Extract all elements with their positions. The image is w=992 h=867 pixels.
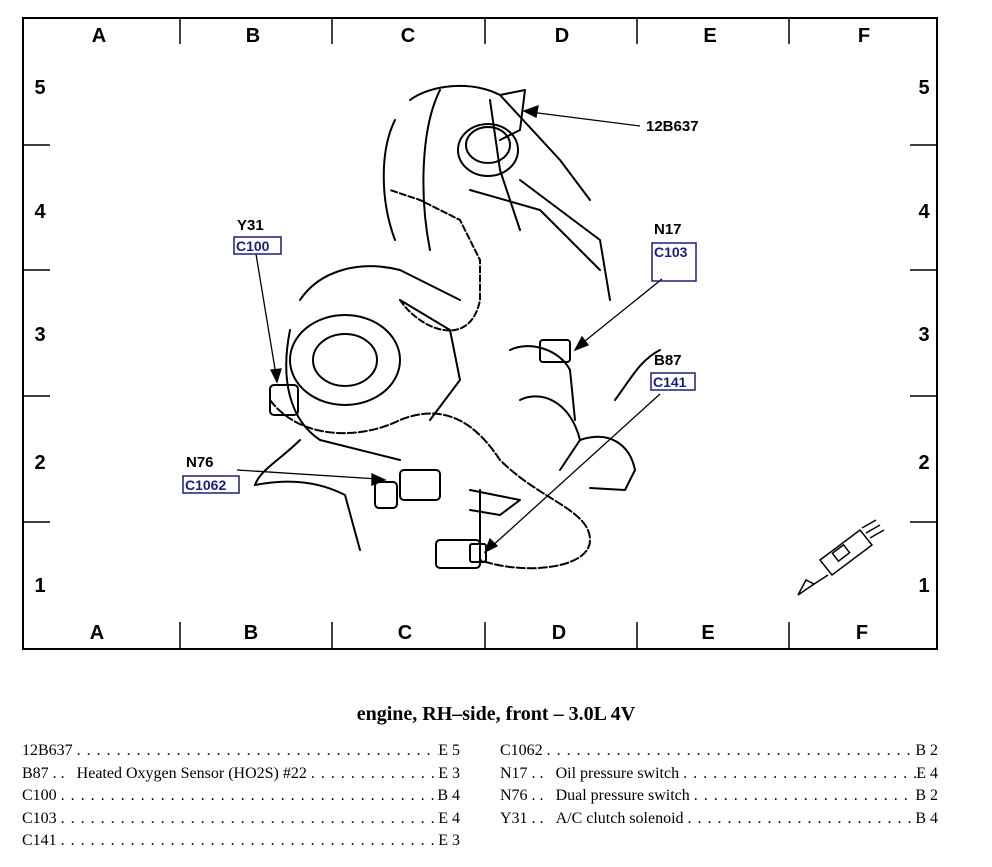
legend-row: C1062 B 2 — [500, 740, 938, 763]
leader-dots — [690, 785, 916, 808]
leader-dots — [679, 763, 916, 786]
c103-box[interactable] — [651, 242, 697, 282]
callout-12b637: 12B637 — [646, 118, 699, 135]
connector-c103[interactable]: C103 — [654, 244, 688, 260]
leader-dots — [57, 830, 439, 853]
vehicle-orientation-icon — [797, 519, 885, 596]
legend-row: C100 B 4 — [22, 785, 460, 808]
legend-location: E 3 — [438, 832, 460, 849]
col-label-bottom-e: E — [701, 622, 714, 644]
callout-y31: Y31 — [237, 217, 264, 234]
row-label-left-5: 5 — [34, 77, 45, 99]
legend-location: E 3 — [438, 764, 460, 782]
leader-dots — [307, 763, 438, 786]
legend-code: B87 . . — [22, 764, 65, 782]
legend-row: C103 E 4 — [22, 808, 460, 831]
row-label-right-2: 2 — [918, 452, 929, 474]
col-label-bottom-d: D — [552, 622, 566, 644]
legend-code: Y31 . . — [500, 809, 544, 827]
col-label-top-f: F — [858, 25, 870, 47]
legend-location: E 5 — [438, 742, 460, 759]
leader-dots — [57, 785, 438, 808]
legend-location: B 2 — [915, 742, 938, 759]
col-label-top-c: C — [401, 25, 415, 47]
legend-location: B 4 — [437, 787, 460, 804]
legend-description: Heated Oxygen Sensor (HO2S) #22 — [76, 764, 307, 782]
col-label-top-a: A — [92, 25, 106, 47]
legend-left: 12B637 E 5 B87 . . Heated Oxygen Sensor … — [22, 740, 460, 853]
connector-c1062[interactable]: C1062 — [185, 477, 226, 493]
c100-box[interactable] — [233, 236, 282, 255]
legend-code: C141 — [22, 832, 57, 849]
legend-location: B 2 — [915, 787, 938, 804]
connector-c100[interactable]: C100 — [236, 238, 270, 254]
legend-code: 12B637 — [22, 742, 73, 759]
legend-description: A/C clutch solenoid — [555, 809, 684, 827]
legend-location: E 4 — [438, 809, 460, 827]
row-label-left-2: 2 — [34, 452, 45, 474]
row-label-right-1: 1 — [918, 575, 929, 597]
connector-c141[interactable]: C141 — [653, 374, 687, 390]
col-label-bottom-a: A — [90, 622, 104, 644]
col-label-top-b: B — [246, 25, 260, 47]
legend-code: N76 . . — [500, 787, 544, 804]
engine-illustration — [254, 84, 661, 570]
diagram-caption: engine, RH–side, front – 3.0L 4V — [356, 703, 636, 725]
legend-row: C141 E 3 — [22, 830, 460, 853]
legend-row: N17 . . Oil pressure switch E 4 — [500, 763, 938, 786]
callout-leaders — [236, 105, 663, 554]
row-label-left-4: 4 — [34, 201, 46, 223]
col-label-top-e: E — [703, 25, 716, 47]
legend-right: C1062 B 2 N17 . . Oil pressure switch E … — [500, 740, 938, 830]
legend-code: C1062 — [500, 742, 543, 759]
legend-row: 12B637 E 5 — [22, 740, 460, 763]
legend-row: B87 . . Heated Oxygen Sensor (HO2S) #22 … — [22, 763, 460, 786]
legend-row: N76 . . Dual pressure switch B 2 — [500, 785, 938, 808]
c1062-box[interactable] — [182, 475, 240, 494]
col-label-top-d: D — [555, 25, 569, 47]
legend-description: Oil pressure switch — [555, 764, 680, 782]
row-label-right-3: 3 — [918, 324, 929, 346]
legend-code: C100 — [22, 787, 57, 804]
leader-dots — [684, 808, 916, 831]
engine-diagram: A B C D E F A B C D E F 5 4 3 2 1 5 4 3 … — [22, 17, 938, 650]
col-label-bottom-f: F — [856, 622, 868, 644]
row-label-left-1: 1 — [34, 575, 45, 597]
row-label-left-3: 3 — [34, 324, 45, 346]
leader-dots — [57, 808, 439, 831]
legend-code: C103 — [22, 809, 57, 827]
diagram-frame — [22, 17, 938, 650]
row-label-right-5: 5 — [918, 77, 929, 99]
legend-location: B 4 — [915, 809, 938, 827]
c141-box[interactable] — [650, 372, 696, 391]
col-label-bottom-b: B — [244, 622, 258, 644]
callout-n76: N76 — [186, 454, 214, 471]
callout-n17: N17 — [654, 221, 682, 238]
leader-dots — [543, 740, 916, 763]
legend-description: Dual pressure switch — [555, 787, 690, 804]
legend-row: Y31 . . A/C clutch solenoid B 4 — [500, 808, 938, 831]
callout-b87: B87 — [654, 352, 682, 369]
legend-code: N17 . . — [500, 764, 544, 782]
col-label-bottom-c: C — [398, 622, 412, 644]
legend-location: E 4 — [916, 764, 938, 782]
top-column-dividers — [179, 18, 790, 649]
row-label-right-4: 4 — [918, 201, 930, 223]
leader-dots — [73, 740, 439, 763]
row-dividers — [23, 144, 937, 523]
